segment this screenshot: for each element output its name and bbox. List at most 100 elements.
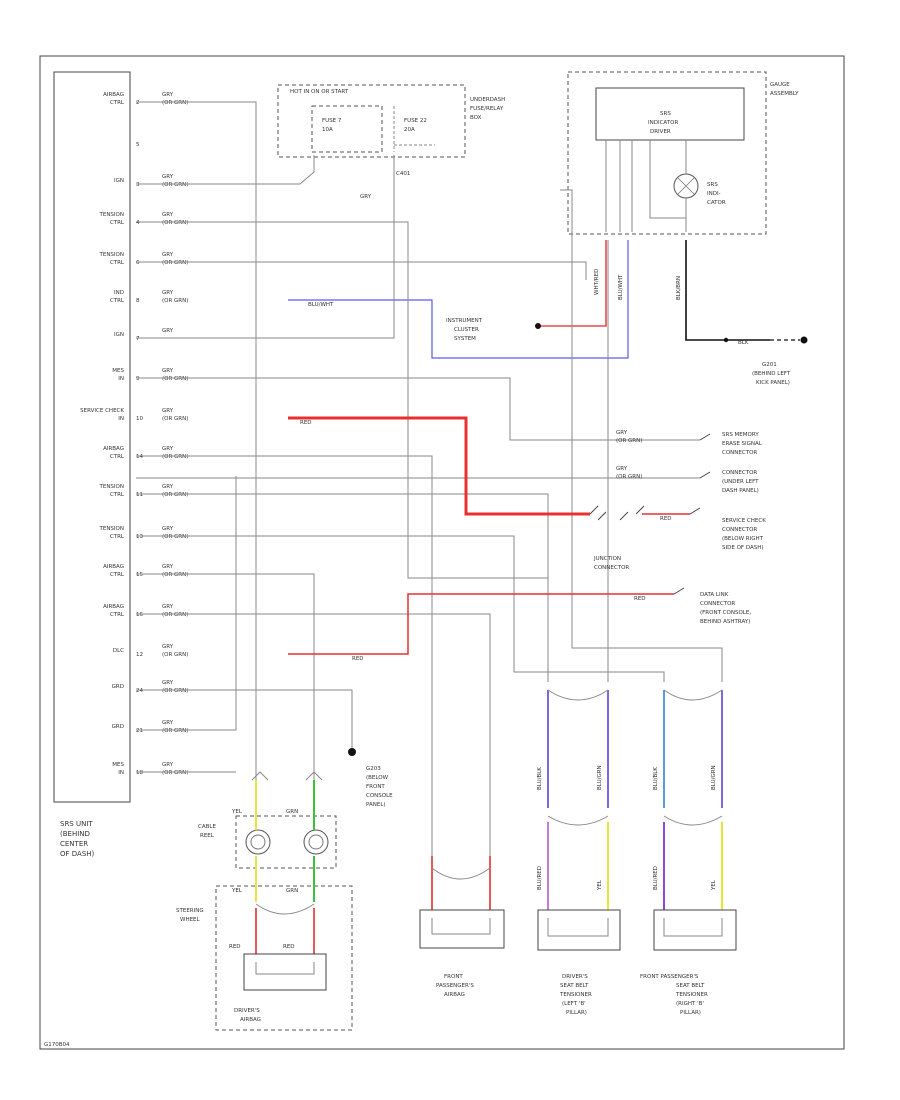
cable-reel-box <box>235 815 337 869</box>
srs-indicator-driver-box <box>595 87 745 141</box>
ic-label-0: INSTRUMENT <box>446 318 483 324</box>
srs-unit-label-1: (BEHIND <box>60 830 90 838</box>
g203-label-1: (BELOW <box>366 775 389 781</box>
srs-pin-wire-color-alt: (OR GRN) <box>162 220 188 226</box>
srs-pin-name: AIRBAG <box>103 92 124 98</box>
drivers-airbag-module <box>243 953 327 991</box>
red2-label: RED <box>352 656 364 662</box>
lamp-cross <box>677 177 695 195</box>
cable-reel-label-0: CABLE <box>198 824 216 830</box>
wire-blu-wht-label: BLU/WHT <box>618 274 624 300</box>
rc1-label-0: CONNECTOR <box>722 470 757 476</box>
srs-pin-name: SERVICE CHECK <box>80 408 124 414</box>
srs-pin-wire-color: GRY <box>162 328 174 334</box>
srs-pin-name: IND <box>114 290 124 296</box>
srs-pin-wire-color: GRY <box>162 446 174 452</box>
gauge-label-1: ASSEMBLY <box>770 91 799 97</box>
srs-pin-wire-color-alt: (OR GRN) <box>162 182 188 188</box>
steering-w1: YEL <box>231 888 243 894</box>
pass-airbag-label-1: PASSENGER'S <box>436 983 474 989</box>
srs-pin-wire-color-alt: (OR GRN) <box>162 572 188 578</box>
srs-pin-wire-color: GRY <box>162 92 174 98</box>
srs-pin-wire-color: GRY <box>162 680 174 686</box>
g203-label-4: PANEL) <box>366 802 386 808</box>
diagram-frame <box>39 55 845 1050</box>
cable-reel-label-1: REEL <box>200 833 215 839</box>
gauge-assembly-box <box>567 71 767 235</box>
g201-label-1: (BEHIND LEFT <box>752 371 791 377</box>
junction-label-0: JUNCTION <box>593 556 621 562</box>
drv-ten-w2: BLU/GRN <box>597 765 603 790</box>
srs-pin-number: 11 <box>136 492 143 498</box>
harness-wires <box>136 101 723 856</box>
drv-ten-label-1: SEAT BELT <box>560 983 589 989</box>
pas-ten-label-2: TENSIONER <box>675 992 708 998</box>
g201-label-0: G201 <box>762 362 777 368</box>
srs-pin-number: 4 <box>136 220 140 226</box>
ground-g201-icon <box>800 336 808 344</box>
srs-pin-wire-color-alt: (OR GRN) <box>162 492 188 498</box>
pass-airbag-label-2: AIRBAG <box>444 992 465 998</box>
srs-pin-name: AIRBAG <box>103 564 124 570</box>
gauge-ind-0: SRS <box>707 182 718 188</box>
srs-pin-wire-color: GRY <box>162 408 174 414</box>
rc3-wire: RED <box>634 596 646 602</box>
srs-pin-wire-color-alt: (OR GRN) <box>162 728 188 734</box>
pas-ten-w1: BLU/BLK <box>653 767 659 790</box>
drv-ten-label-0: DRIVER'S <box>562 974 588 980</box>
wire-red-dlc <box>288 593 674 655</box>
fuse-wire-label: GRY <box>360 194 372 200</box>
srs-pin-name: CTRL <box>110 260 125 266</box>
srs-pin-name: GRD <box>112 684 124 690</box>
srs-pin-name: IN <box>118 770 124 776</box>
cable-reel-coil-1 <box>245 829 271 855</box>
drivers-airbag-label-0: DRIVER'S <box>234 1008 260 1014</box>
steering-label-1: WHEEL <box>180 917 201 923</box>
srs-pin-wire-color-alt: (OR GRN) <box>162 652 188 658</box>
g201-label-2: KICK PANEL) <box>756 380 790 386</box>
rc0-wire: GRY <box>616 430 628 436</box>
srs-pin-name: CTRL <box>110 220 125 226</box>
srs-pin-name: CTRL <box>110 454 125 460</box>
srs-unit-box <box>53 71 131 803</box>
srs-pin-name: CTRL <box>110 298 125 304</box>
ground-wire-label: BLK <box>738 340 749 346</box>
srs-pin-wire-color-alt: (OR GRN) <box>162 298 188 304</box>
srs-pin-name: AIRBAG <box>103 604 124 610</box>
rc2-label-0: SERVICE CHECK <box>722 518 766 524</box>
srs-pin-wire-color: GRY <box>162 720 174 726</box>
steering-label-0: STEERING <box>176 908 204 914</box>
srs-unit-label-2: CENTER <box>60 840 88 848</box>
wire-blu-wht <box>288 240 629 359</box>
rc1-label-1: (UNDER LEFT <box>722 479 759 485</box>
srs-pin-number: 18 <box>136 770 143 776</box>
srs-unit-label-3: OF DASH) <box>60 850 95 858</box>
fuse-22-label: FUSE 22 <box>404 118 427 124</box>
rc2-label-3: SIDE OF DASH) <box>722 545 764 551</box>
rc3-label-2: (FRONT CONSOLE, <box>700 610 751 616</box>
wire-red-service-check <box>288 416 590 516</box>
gauge-label-0: GAUGE <box>770 82 790 88</box>
fuse-22-wire <box>393 106 435 152</box>
footer-code: G170B04 <box>44 1042 70 1048</box>
drv-ten-w4: YEL <box>597 879 603 891</box>
srs-pin-wire-color: GRY <box>162 644 174 650</box>
drv-ten-label-2: TENSIONER <box>559 992 592 998</box>
rc0-label-0: SRS MEMORY <box>722 432 759 438</box>
srs-pin-number: 3 <box>136 182 140 188</box>
drv-ten-w1: BLU/BLK <box>537 767 543 790</box>
rc3-label-0: DATA LINK <box>700 592 729 598</box>
srs-pin-wire-color-alt: (OR GRN) <box>162 376 188 382</box>
srs-pin-name: GRD <box>112 724 124 730</box>
srs-pin-name: TENSION <box>98 526 124 532</box>
reel-connector-tops <box>251 771 323 781</box>
pas-ten-w3: BLU/RED <box>653 866 659 890</box>
fuse-box-label-1: FUSE/RELAY <box>470 106 504 112</box>
rc1-wire2: (OR GRN) <box>616 474 642 480</box>
module-internals <box>255 918 723 975</box>
gauge-ind-1: INDI- <box>707 191 721 197</box>
srs-pin-wire-color-alt: (OR GRN) <box>162 100 188 106</box>
srs-pin-wire-color-alt: (OR GRN) <box>162 612 188 618</box>
